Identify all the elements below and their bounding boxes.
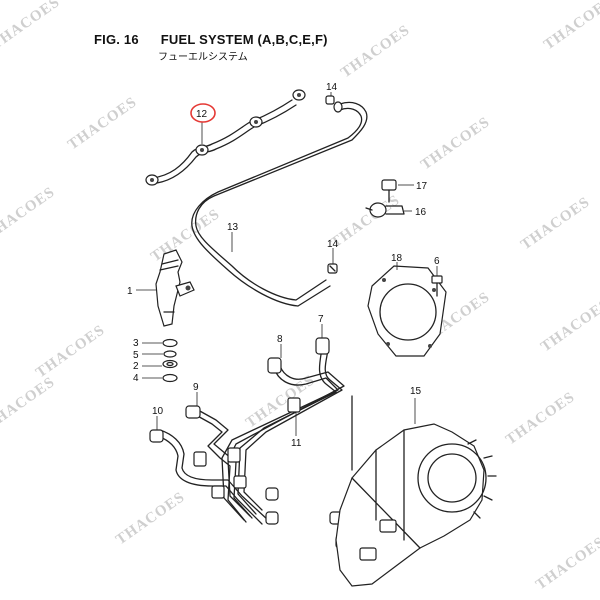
watermark: THACOES: [243, 372, 318, 431]
watermark: THACOES: [65, 94, 140, 153]
callout-15[interactable]: 15: [410, 386, 422, 397]
part-18-gasket[interactable]: [367, 265, 447, 357]
callout-18[interactable]: 18: [391, 253, 403, 264]
figure-system-name: FUEL SYSTEM (A,B,C,E,F): [160, 32, 328, 47]
watermark: THACOES: [328, 192, 403, 251]
part-15-injection-pump[interactable]: [335, 395, 497, 587]
callout-13[interactable]: 13: [227, 222, 239, 233]
callout-12[interactable]: 12: [196, 109, 208, 120]
part-9-injection-pipe[interactable]: [185, 405, 253, 523]
watermark: THACOES: [0, 184, 58, 243]
figure-title: FIG. 16 FUEL SYSTEM (A,B,C,E,F): [94, 32, 328, 47]
part-5-washer[interactable]: [163, 350, 177, 358]
callout-14-lower[interactable]: 14: [327, 239, 339, 250]
callout-7[interactable]: 7: [318, 314, 324, 325]
part-12-return-pipe[interactable]: [145, 89, 306, 186]
part-3-seal[interactable]: [162, 338, 178, 348]
watermark: THACOES: [338, 22, 413, 81]
callout-9[interactable]: 9: [193, 382, 199, 393]
part-10-injection-pipe[interactable]: [149, 429, 269, 525]
watermark: THACOES: [538, 296, 600, 355]
part-14-plug-upper[interactable]: [325, 95, 335, 105]
callout-5[interactable]: 5: [133, 350, 139, 361]
part-17-banjo-bolt[interactable]: [381, 179, 397, 203]
highlight-ring-12: [190, 103, 216, 123]
callout-16[interactable]: 16: [415, 207, 427, 218]
callout-8[interactable]: 8: [277, 334, 283, 345]
watermark: THACOES: [518, 194, 593, 253]
part-16-banjo-fitting[interactable]: [365, 202, 405, 218]
part-14-plug-lower[interactable]: [327, 263, 338, 274]
watermark: THACOES: [533, 534, 600, 593]
watermark: THACOES: [503, 389, 578, 448]
figure-subtitle: フューエルシステム: [158, 52, 248, 63]
callout-2[interactable]: 2: [133, 361, 139, 372]
part-1-injection-nozzle[interactable]: [155, 249, 195, 327]
watermark: THACOES: [33, 322, 108, 381]
watermark: THACOES: [148, 206, 223, 265]
callout-6[interactable]: 6: [434, 256, 440, 267]
callout-1[interactable]: 1: [127, 286, 133, 297]
watermark: THACOES: [418, 114, 493, 173]
callout-4[interactable]: 4: [133, 373, 139, 384]
watermark: THACOES: [113, 489, 188, 548]
watermark: THACOES: [541, 0, 600, 53]
callout-14-upper[interactable]: 14: [326, 82, 338, 93]
callout-3[interactable]: 3: [133, 338, 139, 349]
part-4-washer[interactable]: [162, 373, 178, 383]
part-11-pipe-clamp[interactable]: [193, 397, 301, 499]
watermark: THACOES: [0, 374, 58, 433]
callout-11[interactable]: 11: [291, 438, 302, 449]
figure-number: FIG. 16: [94, 32, 139, 47]
part-13-leak-off-pipe[interactable]: [191, 101, 368, 307]
callout-10[interactable]: 10: [152, 406, 164, 417]
callout-17[interactable]: 17: [416, 181, 428, 192]
watermark: THACOES: [0, 0, 63, 53]
part-2-gasket[interactable]: [162, 359, 178, 369]
